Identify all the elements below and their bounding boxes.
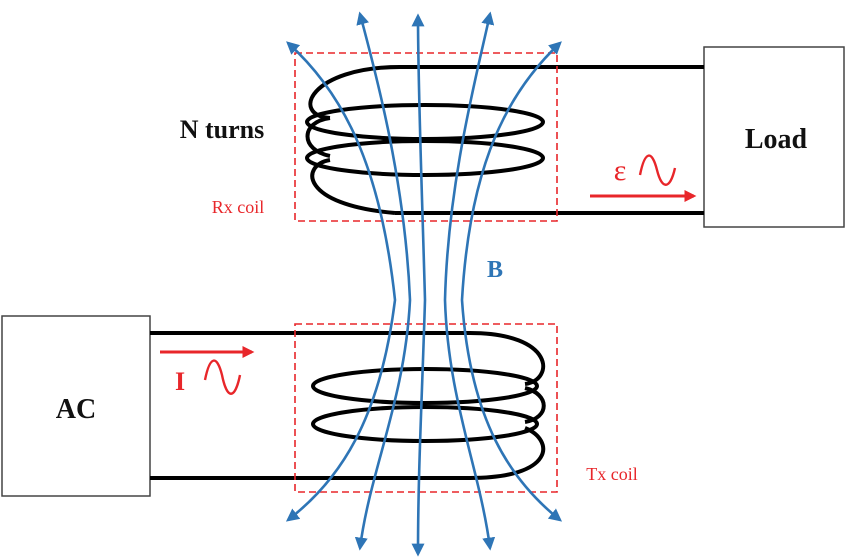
load-label: Load: [745, 124, 808, 155]
rx-coil-label: Rx coil: [212, 197, 265, 217]
load-box: Load: [703, 46, 845, 228]
ac-source-box: AC: [1, 315, 151, 497]
emf-symbol: ε: [614, 154, 627, 187]
n-turns-label: N turns: [180, 115, 265, 144]
field-line: [411, 13, 427, 557]
ac-label: AC: [56, 394, 96, 425]
field-line: [443, 11, 496, 551]
emf-sine-icon: [638, 154, 677, 186]
field-line: [285, 41, 397, 522]
tx-coil-windings: [311, 331, 546, 480]
field-line: [460, 41, 563, 522]
field-line: [354, 11, 412, 551]
field-b-label: B: [487, 257, 503, 283]
current-symbol: I: [175, 367, 185, 396]
tx-coil-label: Tx coil: [586, 464, 638, 484]
magnetic-field-lines: [285, 11, 563, 557]
rx-coil-windings: [305, 65, 545, 215]
current-annotation: I: [160, 346, 255, 396]
emf-annotation: ε: [590, 154, 697, 202]
current-sine-icon: [203, 359, 242, 395]
